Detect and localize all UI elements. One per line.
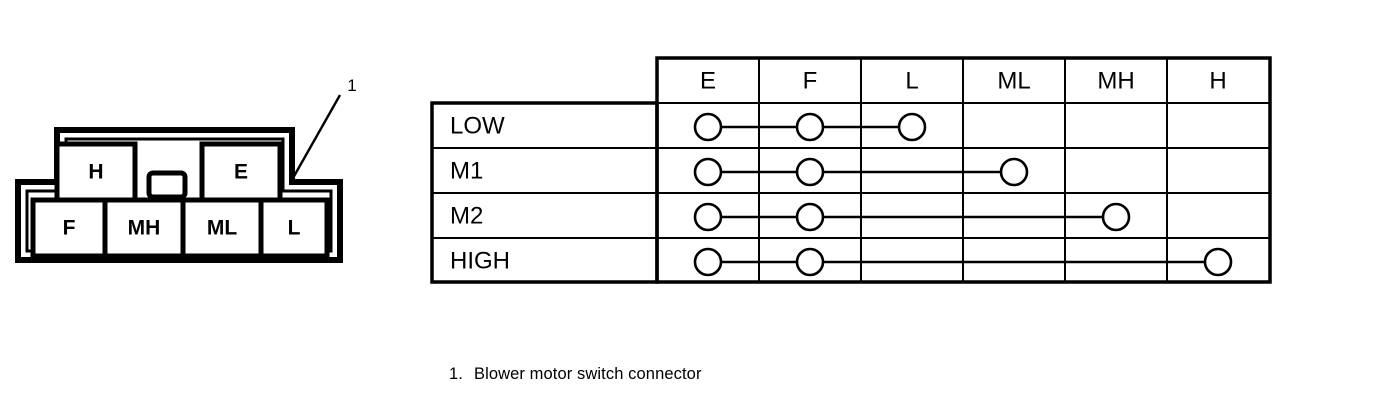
caption-text: Blower motor switch connector [473, 365, 702, 383]
callout-number-label: 1 [347, 76, 356, 95]
connector-pin-label-mh: MH [128, 217, 161, 240]
caption-number: 1. [449, 365, 463, 383]
column-header-h: H [1209, 67, 1226, 94]
column-header-mh: MH [1097, 67, 1134, 94]
connector-pin-cavity-l [258, 197, 330, 259]
continuity-row-low [693, 112, 927, 142]
contact-low-l [897, 112, 927, 142]
figure-caption: 1. Blower motor switch connector [449, 365, 702, 384]
connector-pin-label-ml: ML [207, 217, 237, 240]
callout-leader-line [291, 94, 342, 179]
connector-pin-label-e: E [234, 161, 248, 184]
continuity-table: E F L ML MH H LOW M1 M2 HIGH [430, 56, 1272, 284]
row-label-m2: M2 [450, 202, 483, 229]
contact-high-e [693, 247, 723, 277]
row-label-low: LOW [450, 112, 505, 139]
contact-high-h [1203, 247, 1233, 277]
connector-housing-inner [25, 137, 333, 253]
continuity-table-grid: E F L ML MH H LOW M1 M2 HIGH [430, 56, 1272, 284]
contact-low-e [693, 112, 723, 142]
contact-m1-f [795, 157, 825, 187]
connector-pin-cavity-mh [102, 197, 186, 259]
connector-pin-label-f: F [63, 217, 76, 240]
connector-pin-label-l: L [288, 217, 301, 240]
connector-pin-cavity-e [199, 141, 283, 203]
contact-m2-mh [1101, 202, 1131, 232]
continuity-row-high [693, 247, 1233, 277]
connector-pin-label-h: H [88, 161, 103, 184]
contact-m2-e [693, 202, 723, 232]
connector-alignment-notch [146, 170, 188, 200]
connector-drawing: H E F MH ML L 1 [15, 76, 357, 263]
continuity-row-m1 [693, 157, 1029, 187]
contact-m1-ml [999, 157, 1029, 187]
column-header-ml: ML [997, 67, 1030, 94]
connector-figure: H E F MH ML L 1 [0, 60, 400, 290]
column-header-f: F [803, 67, 818, 94]
row-label-high: HIGH [450, 247, 510, 274]
column-header-e: E [700, 67, 716, 94]
contact-m1-e [693, 157, 723, 187]
column-header-l: L [905, 67, 918, 94]
contact-low-f [795, 112, 825, 142]
row-label-m1: M1 [450, 157, 483, 184]
contact-m2-f [795, 202, 825, 232]
continuity-row-m2 [693, 202, 1131, 232]
connector-housing-outline [15, 127, 343, 263]
contact-high-f [795, 247, 825, 277]
connector-pin-cavity-f [30, 197, 108, 259]
